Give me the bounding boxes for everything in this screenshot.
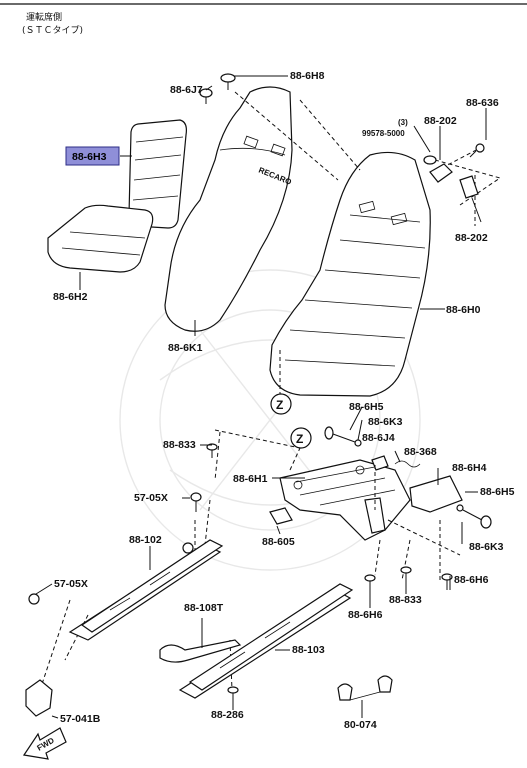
seat-shell-6H0[interactable] bbox=[269, 151, 431, 397]
part-label-6J7[interactable]: 88-6J7 bbox=[170, 84, 203, 96]
bolt-833-lower[interactable] bbox=[400, 566, 412, 584]
part-label-074[interactable]: 80-074 bbox=[344, 719, 377, 731]
seat-rail-103[interactable] bbox=[178, 583, 354, 699]
bolt-6H6-left[interactable] bbox=[364, 574, 376, 592]
part-label-108T[interactable]: 88-108T bbox=[184, 602, 224, 614]
leader-lines bbox=[35, 75, 487, 719]
seat-frame-6H1[interactable] bbox=[279, 459, 411, 541]
header-line2: (ＳＴＣタイプ) bbox=[22, 25, 83, 36]
part-label-202-lower[interactable]: 88-202 bbox=[455, 232, 488, 244]
lever-108T[interactable] bbox=[159, 639, 242, 663]
part-label-6J4[interactable]: 88-6J4 bbox=[362, 432, 395, 444]
header-line1: 運転席側 bbox=[26, 11, 62, 23]
part-label-102[interactable]: 88-102 bbox=[129, 534, 162, 546]
part-label-6H5-upper[interactable]: 88-6H5 bbox=[349, 401, 384, 413]
part-label-6K3-right[interactable]: 88-6K3 bbox=[469, 541, 504, 553]
part-label-05X-left[interactable]: 57-05X bbox=[54, 578, 88, 590]
seat-cover-6K1[interactable] bbox=[164, 86, 293, 332]
washer-99578[interactable] bbox=[423, 155, 437, 165]
part-label-6H6-right[interactable]: 88-6H6 bbox=[454, 574, 489, 586]
marker-z-lower: Z bbox=[290, 427, 312, 449]
part-qty-3: (3) bbox=[398, 118, 408, 127]
part-label-6H3[interactable]: 88-6H3 bbox=[72, 151, 107, 163]
guide-dashes-lower bbox=[39, 429, 461, 691]
spring-368[interactable] bbox=[394, 460, 421, 468]
part-label-833-lower[interactable]: 88-833 bbox=[389, 594, 422, 606]
part-label-6H5-right[interactable]: 88-6H5 bbox=[480, 486, 515, 498]
part-label-605[interactable]: 88-605 bbox=[262, 536, 295, 548]
part-label-103[interactable]: 88-103 bbox=[292, 644, 325, 656]
part-label-833-upper[interactable]: 88-833 bbox=[163, 439, 196, 451]
part-label-6H1[interactable]: 88-6H1 bbox=[233, 473, 268, 485]
bracket-202-upper[interactable] bbox=[429, 163, 453, 183]
bolt-286[interactable] bbox=[227, 686, 239, 704]
fwd-arrow-icon: FWD bbox=[22, 727, 67, 760]
part-label-05X-upper[interactable]: 57-05X bbox=[134, 492, 168, 504]
back-pad-6H3[interactable] bbox=[128, 119, 187, 229]
bracket-202-lower[interactable] bbox=[459, 175, 479, 199]
washer-6K3-upper[interactable] bbox=[354, 439, 362, 447]
cap-041B[interactable] bbox=[25, 679, 53, 717]
seat-cushion-6H2[interactable] bbox=[47, 204, 154, 273]
part-label-6H0[interactable]: 88-6H0 bbox=[446, 304, 481, 316]
bolt-636[interactable] bbox=[469, 143, 485, 158]
part-label-202-upper[interactable]: 88-202 bbox=[424, 115, 457, 127]
part-label-041B[interactable]: 57-041B bbox=[60, 713, 101, 725]
pad-605[interactable] bbox=[269, 507, 293, 525]
part-label-286[interactable]: 88-286 bbox=[211, 709, 244, 721]
part-label-99578[interactable]: 99578-5000 bbox=[362, 129, 405, 138]
bolt-05X-left[interactable] bbox=[28, 593, 40, 605]
part-label-6K3-upper[interactable]: 88-6K3 bbox=[368, 416, 403, 428]
svg-text:Z: Z bbox=[296, 432, 303, 446]
bracket-6H4[interactable] bbox=[409, 475, 463, 513]
bolt-833-upper[interactable] bbox=[206, 443, 218, 458]
watermark-emblem bbox=[119, 269, 421, 571]
clip-6H8[interactable] bbox=[220, 73, 236, 90]
seat-rail-102[interactable] bbox=[68, 539, 224, 641]
clip-6J7[interactable] bbox=[199, 88, 213, 104]
bolt-05X-upper[interactable] bbox=[190, 492, 202, 512]
part-label-6H6-left[interactable]: 88-6H6 bbox=[348, 609, 383, 621]
part-label-6K1[interactable]: 88-6K1 bbox=[168, 342, 203, 354]
clip-074[interactable] bbox=[337, 675, 393, 701]
marker-z-upper: Z bbox=[270, 393, 292, 415]
washer-6K3-right[interactable] bbox=[456, 504, 464, 512]
bolt-6H5-right[interactable] bbox=[462, 509, 492, 529]
part-label-636[interactable]: 88-636 bbox=[466, 97, 499, 109]
part-label-6H8[interactable]: 88-6H8 bbox=[290, 70, 325, 82]
part-label-6H2[interactable]: 88-6H2 bbox=[53, 291, 88, 303]
bolt-6H5-upper[interactable] bbox=[324, 426, 356, 443]
highlight-box-6H3 bbox=[65, 146, 120, 166]
part-label-6H4[interactable]: 88-6H4 bbox=[452, 462, 487, 474]
part-label-368[interactable]: 88-368 bbox=[404, 446, 437, 458]
svg-text:Z: Z bbox=[276, 398, 283, 412]
